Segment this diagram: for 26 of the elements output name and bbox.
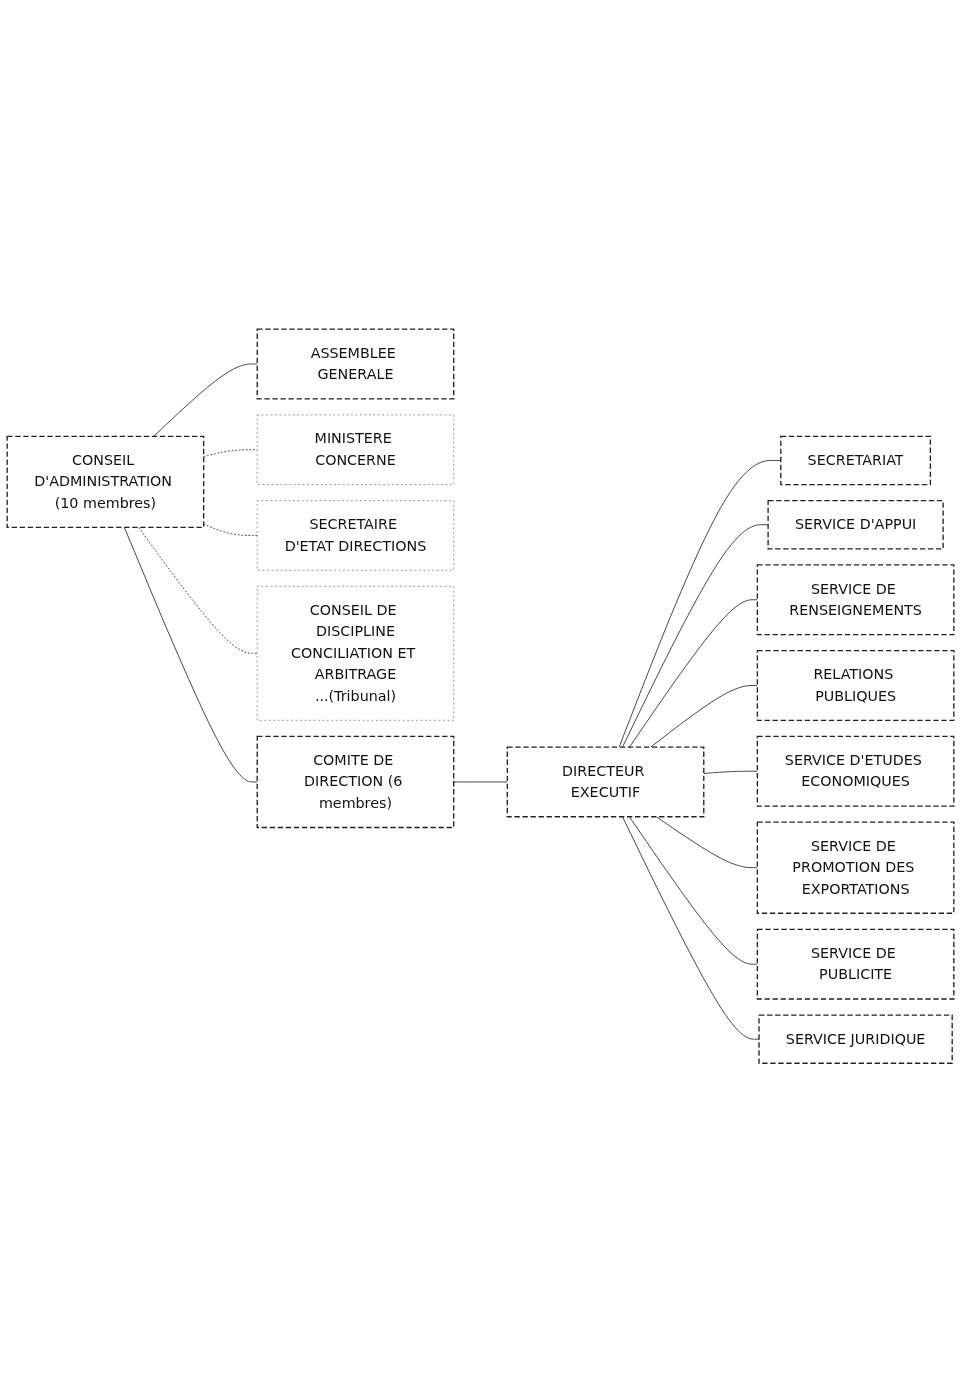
node-box: DIRECTEUR EXECUTIF — [506, 746, 705, 818]
node-box: SERVICE DE RENSEIGNEMENTS — [756, 564, 955, 636]
connector — [203, 523, 258, 537]
connector — [453, 781, 508, 783]
node-box: CONSEIL D'ADMINISTRATION (10 membres) — [6, 435, 205, 529]
node-box: COMITE DE DIRECTION (6 membres) — [256, 736, 455, 829]
connector — [629, 599, 758, 748]
connector — [650, 685, 758, 748]
node-box: SERVICE D'ETUDES ECONOMIQUES — [756, 736, 955, 807]
connector — [622, 816, 760, 1040]
node-box: ASSEMBLEE GENERALE — [256, 328, 455, 400]
connector — [153, 363, 258, 438]
node-box: SERVICE DE PROMOTION DES EXPORTATIONS — [756, 821, 955, 915]
node-box: CONSEIL DE DISCIPLINE CONCILIATION ET ARBITRAGE ...(Tribunal) — [256, 586, 455, 722]
connector — [123, 527, 258, 783]
node-box: SERVICE DE PUBLICITE — [756, 928, 955, 1000]
connector — [629, 816, 758, 965]
connector — [138, 527, 258, 655]
connector — [703, 771, 758, 775]
node-box: SECRETARIAT — [780, 435, 932, 486]
node-box: MINISTERE CONCERNE — [256, 414, 455, 486]
node-box: SERVICE D'APPUI — [767, 500, 944, 550]
connector — [622, 524, 769, 748]
node-box: SERVICE JURIDIQUE — [758, 1014, 953, 1065]
node-box: SECRETAIRE D'ETAT DIRECTIONS — [256, 500, 455, 571]
node-box: RELATIONS PUBLIQUES — [756, 650, 955, 722]
